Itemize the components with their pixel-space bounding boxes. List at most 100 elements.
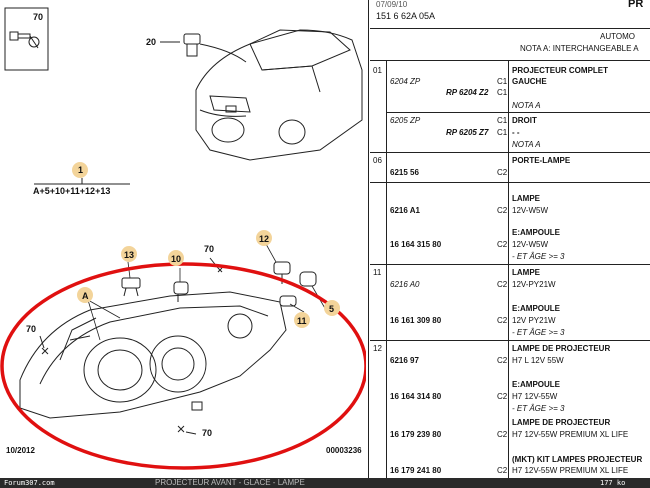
formula-label: A+5+10+11+12+13 (33, 186, 111, 196)
row-detail: 12V PY21W (512, 316, 556, 325)
row-col2: C1 (497, 88, 508, 97)
row-age: - ET ÂGE >= 3 (512, 404, 565, 413)
panel-divider (368, 0, 369, 488)
row-num: 06 (373, 156, 382, 165)
row-col: C2 (497, 280, 508, 289)
row-col2: C1 (497, 128, 508, 137)
row-note: NOTA A (512, 101, 541, 110)
row-age: - ET ÂGE >= 3 (512, 328, 565, 337)
headlamp-body (19, 291, 287, 419)
row-ref: 16 179 239 80 (390, 430, 442, 439)
headlamp-diagram (0, 7, 366, 470)
row-num: 12 (373, 344, 382, 353)
callout-10: 10 (171, 254, 182, 264)
row-ref: 16 161 309 80 (390, 316, 442, 325)
row-detail: 12V-W5W (512, 240, 549, 249)
row-num: 11 (373, 268, 382, 277)
row-ref: 16 164 315 80 (390, 240, 442, 249)
row-title: LAMPE DE PROJECTEUR (512, 418, 611, 427)
row-col: C1 (497, 77, 508, 86)
row-note: NOTA A (512, 140, 541, 149)
row-col: C2 (497, 430, 508, 439)
row-num: 01 (373, 66, 382, 75)
callout-12: 12 (259, 234, 270, 244)
bulb-11-icon (279, 271, 317, 307)
row-ref: 6205 ZP (390, 116, 421, 125)
row-title: (MKT) KIT LAMPES PROJECTEUR (512, 455, 643, 464)
bolt-icon (9, 31, 40, 49)
row-ref: 16 179 241 80 (390, 466, 442, 475)
row-ref: 6215 56 (390, 168, 419, 177)
bulb-10-icon (173, 281, 189, 302)
row-title2: - - (512, 128, 520, 137)
callout-70-bottom: 70 (202, 428, 213, 438)
row-detail: H7 12V-55W PREMIUM XL LIFE (512, 430, 629, 439)
row-ref: 6216 97 (390, 356, 419, 365)
row-ref: 6216 A1 (390, 206, 420, 215)
row-title2: GAUCHE (512, 77, 547, 86)
row-col: C2 (497, 466, 508, 475)
row-title: E:AMPOULE (512, 228, 560, 237)
row-ref: 6216 A0 (390, 280, 420, 289)
header-automo: AUTOMO (600, 32, 635, 41)
row-age: - ET ÂGE >= 3 (512, 252, 565, 261)
header-nota: NOTA A: INTERCHANGEABLE A (520, 44, 639, 53)
row-title: DROIT (512, 116, 537, 125)
sensor-20-icon (160, 33, 247, 63)
footer-bar (0, 478, 650, 488)
row-title: PROJECTEUR COMPLET (512, 66, 609, 75)
parts-table: 07/09/10 151 6 62A 05A PR AUTOMO NOTA A:… (370, 0, 650, 488)
row-detail: H7 12V-55W PREMIUM XL LIFE (512, 466, 629, 475)
callout-70-mid: 70 (204, 244, 215, 254)
row-detail: 12V-PY21W (512, 280, 556, 289)
callout-11: 11 (297, 316, 307, 326)
tag-10-marker (168, 250, 184, 266)
row-title: LAMPE (512, 268, 540, 277)
tag-5-marker (324, 300, 340, 316)
diagram-panel: 70 20 1 A+5+10+11+12+13 13 10 70 12 A 5 … (0, 7, 366, 470)
header-date: 07/09/10 (376, 0, 408, 9)
header-catalog-code: 151 6 62A 05A (376, 11, 436, 21)
tag-11-marker (294, 312, 310, 328)
callout-13: 13 (124, 250, 135, 260)
red-highlight-circle (0, 262, 366, 470)
footer-caption: PROJECTEUR AVANT - GLACE - LAMPE (155, 478, 305, 487)
tag-1-marker (72, 162, 88, 178)
bolt-box (4, 7, 49, 71)
row-col: C2 (497, 206, 508, 215)
row-ref: 16 164 314 80 (390, 392, 442, 401)
footer-file-size: 177 ko (600, 479, 626, 487)
row-sub-ref: RP 6204 Z2 (446, 88, 489, 97)
callout-70-left: 70 (26, 324, 37, 334)
row-ref: 6204 ZP (390, 77, 421, 86)
callout-a: A (82, 291, 89, 301)
row-title: LAMPE DE PROJECTEUR (512, 344, 611, 353)
ref-code: 00003236 (326, 446, 362, 455)
row-col: C2 (497, 392, 508, 401)
header-edge-text: PR (628, 0, 644, 10)
row-col: C2 (497, 168, 508, 177)
bulb-13-icon (121, 277, 141, 297)
row-title: E:AMPOULE (512, 380, 560, 389)
row-title: E:AMPOULE (512, 304, 560, 313)
row-title: PORTE-LAMPE (512, 156, 571, 165)
car-illustration (195, 29, 363, 161)
callout-20: 20 (146, 37, 157, 47)
row-detail: H7 12V-55W (512, 392, 558, 401)
callout-5: 5 (329, 304, 335, 314)
tag-a-marker (77, 287, 93, 303)
row-sub-ref: RP 6205 Z7 (446, 128, 489, 137)
row-detail: 12V-W5W (512, 206, 549, 215)
footer-site[interactable]: Forum307.com (4, 479, 55, 487)
screw-icons (39, 257, 223, 435)
callout-70-top: 70 (33, 12, 44, 22)
row-col: C2 (497, 356, 508, 365)
tag-12-marker (256, 230, 272, 246)
row-detail: H7 L 12V 55W (512, 356, 564, 365)
row-title: LAMPE (512, 194, 540, 203)
tag-13-marker (121, 246, 137, 262)
row-col: C2 (497, 240, 508, 249)
row-col: C2 (497, 316, 508, 325)
callout-1: 1 (78, 165, 84, 175)
row-col: C1 (497, 116, 508, 125)
